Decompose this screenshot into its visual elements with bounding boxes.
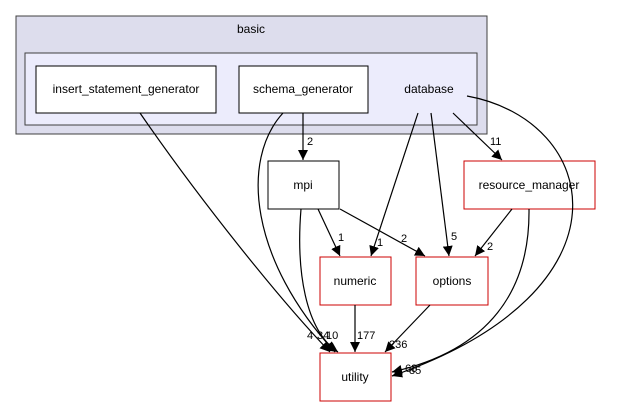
node-box	[415, 256, 489, 306]
node-resource-manager[interactable]: resource_manager	[463, 160, 596, 210]
node-label: utility	[341, 370, 368, 384]
node-label: schema_generator	[253, 82, 353, 96]
edge-database-options: 5	[430, 112, 457, 257]
edge-database-resource-manager: 11	[452, 112, 503, 161]
cluster-basic-label: basic	[237, 22, 265, 36]
edge-label: 85	[409, 365, 421, 377]
node-options[interactable]: options	[415, 256, 489, 306]
edge-label: 2	[307, 136, 313, 148]
edge-label: 5	[451, 231, 457, 243]
edge-mpi-options: 2	[339, 208, 426, 257]
node-label: resource_manager	[479, 178, 580, 192]
node-utility[interactable]: utility	[319, 352, 392, 402]
node-label: options	[433, 274, 472, 288]
edge-insert-statement-generator-utility: 4	[139, 112, 331, 353]
node-box	[463, 160, 596, 210]
node-box	[267, 160, 340, 210]
edge-mpi-utility: 10	[299, 208, 339, 353]
node-box	[35, 65, 217, 114]
node-mpi[interactable]: mpi	[267, 160, 340, 210]
edge-database-utility: 85	[391, 95, 574, 378]
edge-label: 2	[401, 233, 407, 245]
edge-resource-manager-options: 2	[474, 208, 513, 257]
edge-label: 11	[490, 136, 501, 148]
edge-label: 1	[338, 232, 344, 244]
node-numeric[interactable]: numeric	[319, 256, 392, 306]
edge-options-utility: 236	[384, 304, 431, 353]
edge-label: 1	[377, 237, 383, 249]
node-label: numeric	[334, 274, 377, 288]
node-label: insert_statement_generator	[53, 82, 200, 96]
edge-numeric-utility: 177	[350, 305, 375, 352]
edge-label: 236	[389, 339, 407, 351]
edge-mpi-numeric: 1	[317, 208, 344, 257]
edge-database-numeric: 1	[369, 112, 419, 257]
node-box	[238, 65, 369, 114]
node-box	[319, 352, 392, 402]
node-insert-statement-generator[interactable]: insert_statement_generator	[35, 65, 217, 114]
edge-label: 4	[307, 330, 313, 342]
node-schema-generator[interactable]: schema_generator	[238, 65, 369, 114]
edge-label: 10	[326, 330, 338, 342]
edge-label: 2	[487, 241, 493, 253]
database-label: database	[404, 82, 454, 96]
edge-label: 177	[357, 330, 375, 342]
edges: 2 11 1 1 2 5 2	[139, 95, 574, 378]
edge-schema-generator-mpi: 2	[298, 113, 313, 160]
node-label: mpi	[293, 178, 312, 192]
